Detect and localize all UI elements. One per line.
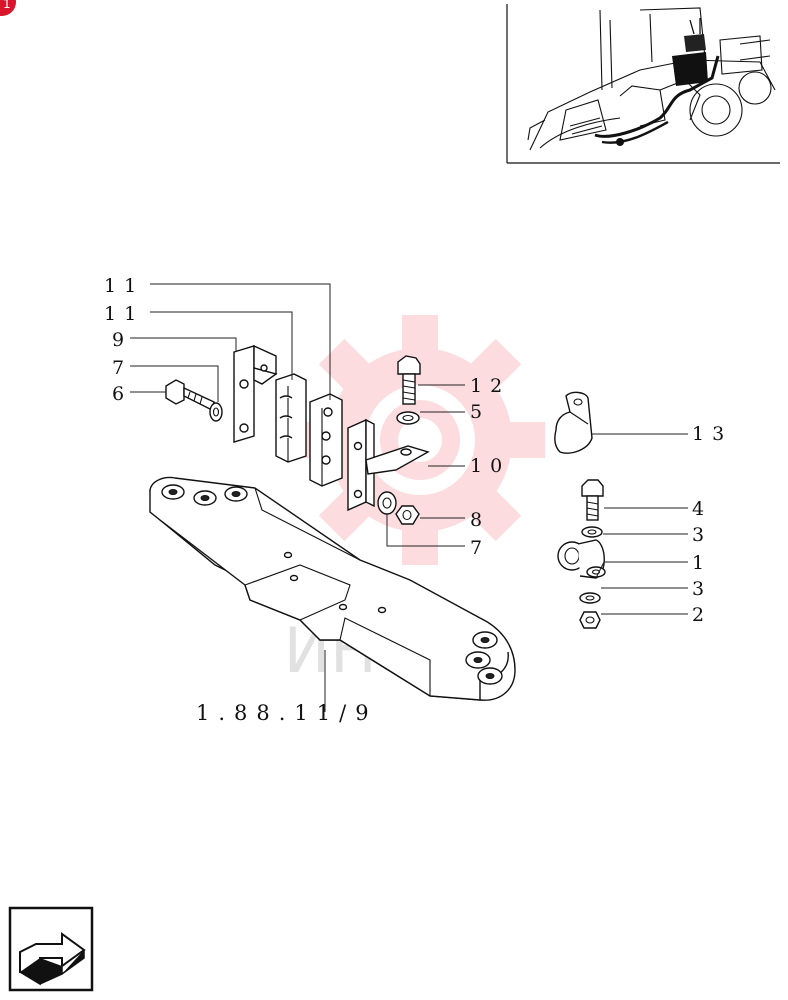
part-3-washer-lower bbox=[579, 592, 601, 604]
part-2-nut bbox=[579, 611, 601, 629]
callout-5: 5 bbox=[470, 401, 490, 423]
callout-4: 4 bbox=[692, 498, 712, 520]
part-11-clamp-rear bbox=[275, 373, 307, 463]
callout-7-upper: 7 bbox=[112, 357, 132, 379]
part-9-bracket bbox=[233, 344, 278, 443]
callout-11-rear: 11 bbox=[104, 275, 144, 297]
part-6-bolt bbox=[165, 379, 215, 412]
part-7-washer-lower bbox=[377, 491, 397, 515]
part-7-washer bbox=[209, 402, 223, 422]
drawing-reference: 1.88.11/9 bbox=[196, 701, 378, 725]
part-12-bolt bbox=[397, 355, 421, 405]
callout-10: 10 bbox=[470, 455, 510, 477]
mounting-frame bbox=[149, 476, 516, 701]
callout-3-lower: 3 bbox=[692, 578, 712, 600]
callout-12: 12 bbox=[470, 375, 510, 397]
callout-6: 6 bbox=[112, 383, 132, 405]
callout-8: 8 bbox=[470, 509, 490, 531]
callout-1: 1 bbox=[692, 552, 712, 574]
part-13-clip bbox=[554, 391, 593, 454]
svg-text:1: 1 bbox=[3, 0, 11, 11]
leader-lines bbox=[130, 283, 688, 712]
part-1-clamp bbox=[557, 539, 606, 579]
part-4-bolt bbox=[581, 479, 604, 521]
corner-marker bbox=[0, 0, 16, 16]
callout-3-upper: 3 bbox=[692, 524, 712, 546]
callout-11-front: 11 bbox=[104, 303, 144, 325]
callout-labels: 11 11 9 7 6 12 5 13 10 8 7 4 3 1 3 2 bbox=[104, 275, 732, 626]
callout-7-lower: 7 bbox=[470, 537, 490, 559]
return-arrow-icon[interactable] bbox=[8, 906, 94, 992]
part-5-washer bbox=[396, 411, 420, 425]
part-11-clamp-front bbox=[309, 393, 343, 487]
callout-2: 2 bbox=[692, 604, 712, 626]
callout-9: 9 bbox=[112, 329, 132, 351]
tractor-thumbnail bbox=[506, 4, 780, 164]
part-3-washer-upper bbox=[581, 526, 603, 538]
part-8-nut bbox=[395, 505, 420, 525]
part-10-bracket bbox=[347, 418, 430, 512]
callout-13: 13 bbox=[692, 423, 732, 445]
